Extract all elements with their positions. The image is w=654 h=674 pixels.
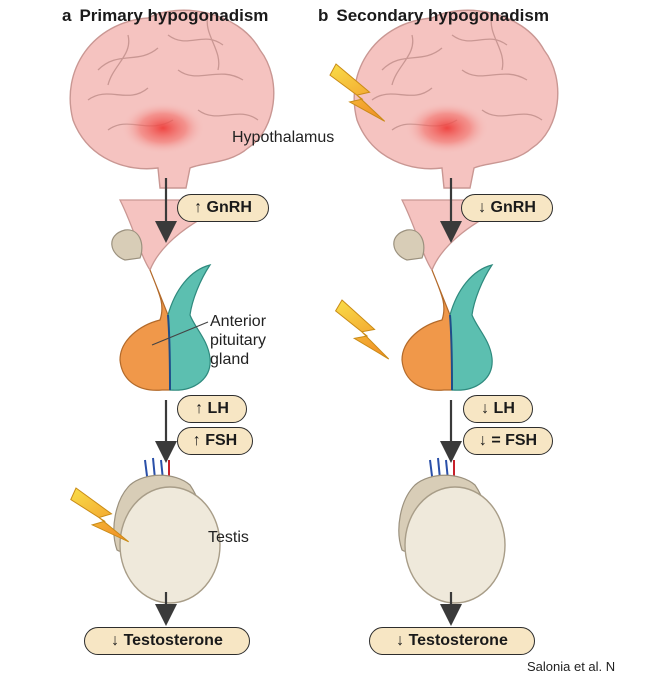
pituitary-label-line3: gland [210, 351, 250, 368]
panel-b-title-text: Secondary hypogonadism [336, 6, 549, 25]
panel-b-title: b Secondary hypogonadism [318, 6, 549, 26]
pituitary-b [392, 199, 523, 392]
panel-b-fsh-pill: ↓ = FSH [463, 427, 553, 455]
brain-b [353, 9, 559, 189]
panel-b-letter: b [318, 6, 329, 25]
panel-a-title-text: Primary hypogonadism [79, 6, 269, 25]
panel-a-testosterone-pill: ↓ Testosterone [84, 627, 250, 655]
hypothalamus-label: Hypothalamus [232, 129, 335, 146]
panel-a-fsh-pill: ↑ FSH [177, 427, 253, 455]
testis-a [112, 457, 221, 604]
lightning-bolt-icon [327, 298, 400, 360]
brain-a [69, 9, 275, 189]
pituitary-pointer [151, 321, 209, 346]
panel-b-testosterone-pill: ↓ Testosterone [369, 627, 535, 655]
panel-a-gnrh-pill: ↑ GnRH [177, 194, 269, 222]
panel-b-lh-pill: ↓ LH [463, 395, 533, 423]
panel-b-gnrh-pill: ↓ GnRH [461, 194, 553, 222]
panel-a-lh-pill: ↑ LH [177, 395, 247, 423]
testis-label: Testis [208, 529, 249, 546]
pituitary-label-line2: pituitary [210, 332, 267, 349]
panel-a-title: a Primary hypogonadism [62, 6, 268, 26]
testis-b [397, 457, 506, 604]
figure-credit: Salonia et al. N [527, 659, 616, 674]
pituitary-label-line1: Anterior [210, 313, 267, 330]
panel-a-letter: a [62, 6, 72, 25]
